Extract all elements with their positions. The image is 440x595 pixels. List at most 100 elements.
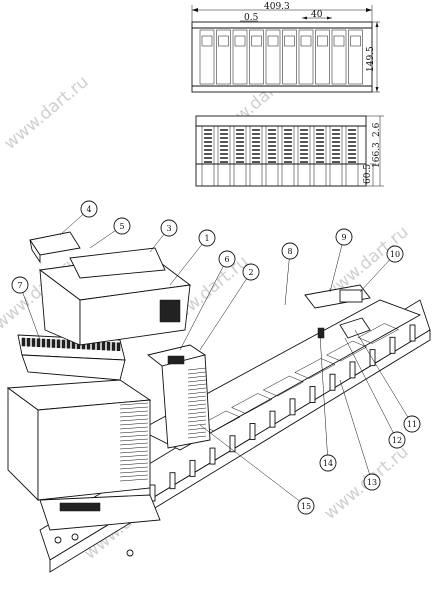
terminal-teeth [21,337,121,351]
callout-circle [160,219,178,237]
callout: 2 [199,263,260,351]
connector-post [389,336,396,354]
dim-side-bottom: 60.5 [363,164,373,184]
terminal-block-body [21,354,126,381]
callout-number: 7 [17,281,22,290]
connector-post [169,472,176,490]
rack-windows [199,323,399,432]
callout-circle [80,200,98,218]
rack-window [326,340,368,362]
front-slot [331,29,347,85]
callout-number: 12 [392,436,402,445]
callout-number: 3 [166,224,171,233]
callout-number: 1 [204,234,209,243]
front-body [191,21,373,93]
callout: 1 [169,229,216,286]
callout-number: 8 [287,247,292,256]
dim-pitch-module: 40 [311,10,323,20]
connector-post [289,398,296,416]
connector-part [339,289,363,303]
dim-width-overall: 409.3 [264,2,290,12]
side-view: 2.6 166.3 60.5 [195,115,384,187]
front-slot [282,29,297,85]
callout-circle [319,454,337,472]
callout-number: 14 [323,459,333,468]
front-view: 409.3 0.5 40 149.5 [191,2,380,93]
front-slot [249,29,264,85]
connector-post [249,423,256,440]
power-module-fins [119,402,149,482]
callout-circle [386,245,404,263]
connector-post [229,435,236,453]
callout: 8 [281,242,299,306]
front-slot [315,29,330,85]
callout: 7 [11,276,41,341]
front-slot [232,29,248,85]
cpu-cover [69,247,166,279]
io-module-label [167,355,185,365]
front-slots [199,29,363,85]
callout: 12 [344,337,406,449]
callout-number: 13 [367,478,377,487]
end-plate [39,494,161,531]
rack-window [294,358,336,379]
callout-number: 10 [390,250,400,259]
callout: 3 [149,219,178,253]
callout-circle [363,473,381,491]
callout-number: 11 [407,420,417,429]
connector-posts [149,324,416,502]
callout-number: 2 [248,268,253,277]
dim-side-total: 166.3 [372,142,382,168]
end-plate-connector [59,502,101,512]
dim-height-front: 149.5 [366,46,376,72]
connector-post [309,386,316,403]
front-slot [199,29,215,85]
callout: 14 [319,334,337,472]
callout: 10 [359,245,404,293]
callout-number: 15 [301,502,311,511]
dim-pitch-small: 0.5 [244,13,259,23]
callout-circle [242,263,260,281]
front-slot [216,29,231,85]
power-module-front [37,399,151,501]
side-modules [201,125,359,187]
callout-circle [281,242,299,260]
callout: 15 [199,424,315,515]
callout: 4 [59,200,98,236]
callout-number: 4 [86,205,91,214]
connector-post [269,410,276,428]
front-slot [265,29,281,85]
io-module-front [161,354,211,449]
watermark-text: www.dart.ru [0,72,92,154]
dim-side-top: 2.6 [372,122,382,137]
callout: 13 [339,379,381,491]
pin-part [317,327,325,339]
io-module-fins [187,367,207,439]
callout-circle [403,415,421,433]
connector-post [409,324,416,342]
callout-circle [218,250,236,268]
callout: 9 [329,228,353,293]
latch-part [339,317,371,339]
callout-circle [335,228,353,246]
rack-window [231,393,273,414]
callout: 5 [89,217,131,249]
rack-window [357,323,399,344]
callout-circle [11,276,29,294]
callout-circle [297,497,315,515]
exploded-view [6,231,431,573]
connector-post [209,447,216,465]
callout-number: 9 [341,233,346,242]
callout-number: 5 [119,222,124,231]
connector-post [189,459,196,477]
front-slot [298,29,314,85]
front-slot [348,29,363,85]
callout: 11 [354,329,421,433]
cpu-display [159,299,181,323]
connector-post [349,361,356,379]
callout-circle [388,431,406,449]
callout-circle [113,217,131,235]
